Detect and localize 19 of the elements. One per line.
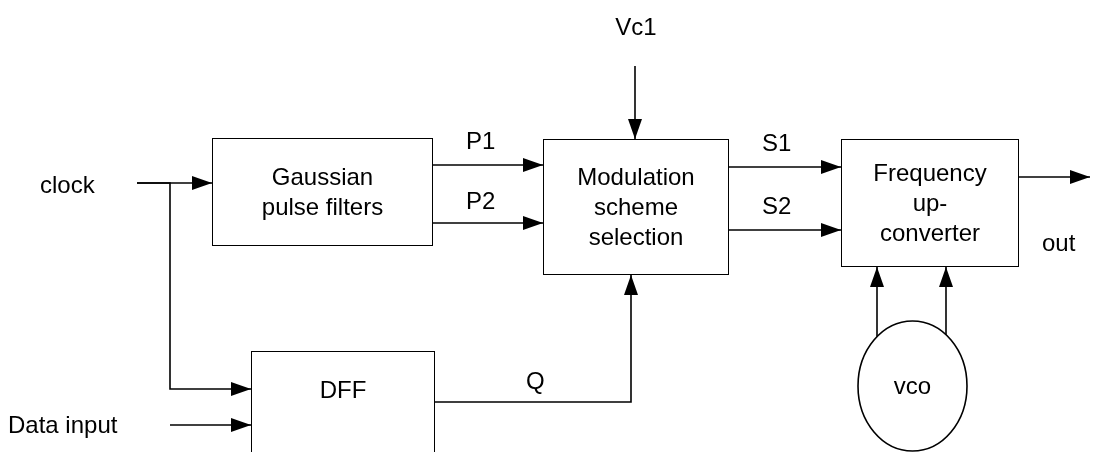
arrow [728,160,842,174]
signal-text: clock [40,168,137,202]
arrow [939,266,953,336]
oscillator-ellipse: vco [857,320,968,452]
signal-text: Vc1 [608,12,664,66]
block-box: Modulation scheme selection [543,139,729,275]
arrow [432,158,544,172]
block-box: Gaussian pulse filters [212,138,433,246]
block-box: DFF [251,351,435,452]
arrow [432,216,544,230]
arrow [1018,170,1091,184]
arrow [136,182,252,396]
signal-text: Data input [8,408,170,442]
block-box: Frequency up- converter [841,139,1019,267]
arrow [628,65,642,140]
arrow [870,266,884,338]
arrow [728,223,842,237]
arrow [434,274,638,403]
arrow [169,418,252,432]
